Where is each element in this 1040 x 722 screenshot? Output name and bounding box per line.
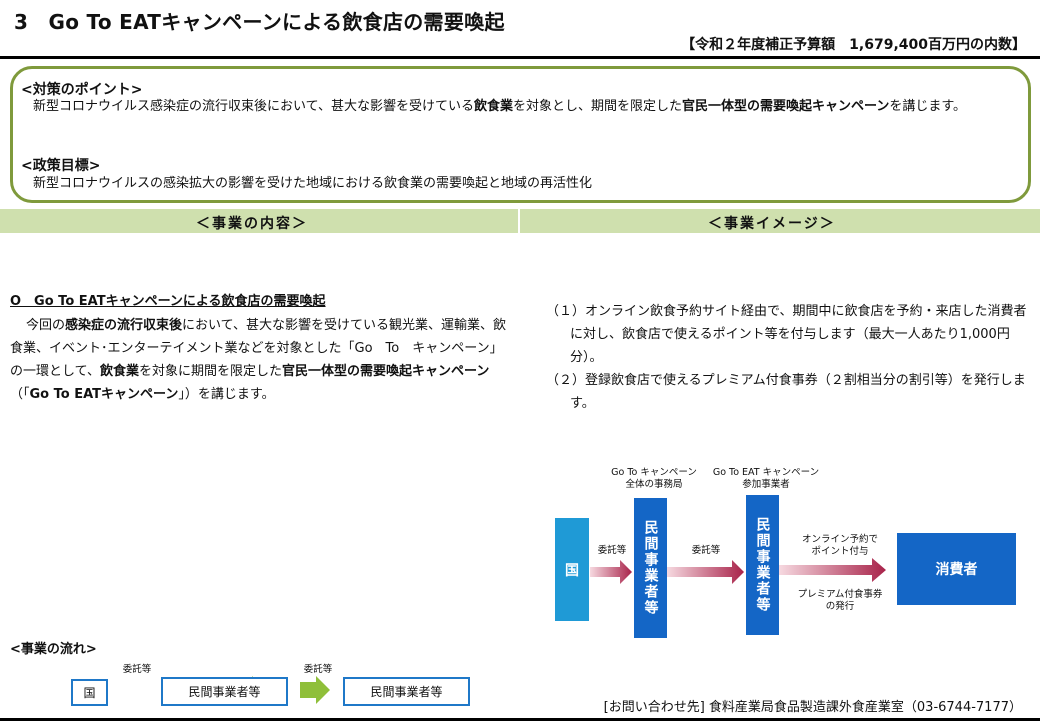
content-bold-1: 感染症の流行収束後	[65, 318, 183, 333]
image-list: （１）オンライン飲食予約サイト経由で、期間中に飲食店を予約・来店した消費者に対し…	[546, 300, 1036, 415]
label-secretariat-line1: Go To キャンペーン	[611, 467, 697, 478]
diagram-arrow-label-1: 委託等	[597, 545, 627, 556]
content-text-2: において、甚大な影響を受けている観光業、運輸業、飲食業、イベント･エンターテイメ…	[10, 318, 506, 379]
section-header-image: ＜事業イメージ＞	[708, 216, 836, 232]
section-header-divider	[518, 209, 520, 233]
points-bold-1: 飲食業	[473, 99, 513, 114]
arrow-label-4-line2: の発行	[825, 601, 855, 612]
flow-box-kuni: 国	[71, 679, 108, 706]
section-header-bar	[0, 209, 1040, 233]
arrow-kuni-to-entity1	[590, 560, 632, 584]
content-text-3: を対象に期間を限定した	[138, 364, 282, 379]
label-participants-line2: 参加事業者	[742, 479, 790, 490]
content-title: O Go To EATキャンペーンによる飲食店の需要喚起	[10, 294, 326, 309]
policy-points-box: <対策のポイント> 新型コロナウイルス感染症の流行収束後において、甚大な影響を受…	[10, 66, 1031, 203]
flow-box-entity-1: 民間事業者等	[161, 677, 288, 706]
content-bold-4: Go To EATキャンペーン	[29, 387, 179, 402]
arrow-label-3-line1: オンライン予約で	[801, 534, 878, 545]
diagram-entity-2-label: 民間事業者等	[754, 517, 771, 613]
points-bold-2: 官民一体型の需要喚起キャンペーン	[682, 99, 890, 114]
diagram-entity-1-label: 民間事業者等	[642, 520, 659, 616]
arrow-entity1-to-entity2	[667, 560, 744, 584]
flow-arrow-label-1: 委託等	[122, 664, 152, 675]
list-item: （１）オンライン飲食予約サイト経由で、期間中に飲食店を予約・来店した消費者に対し…	[546, 304, 1027, 365]
content-text-5: 」）を講じます。	[178, 387, 275, 402]
content-bold-3: 官民一体型の需要喚起キャンペーン	[282, 364, 490, 379]
flow-box-entity-2: 民間事業者等	[343, 677, 470, 706]
goal-text: 新型コロナウイルスの感染拡大の影響を受けた地域における飲食業の需要喚起と地域の再…	[33, 176, 593, 191]
diagram-box-entity-1: 民間事業者等	[634, 498, 667, 638]
diagram-arrow-label-4: プレミアム付食事券 の発行	[788, 589, 892, 613]
diagram-arrow-label-2: 委託等	[691, 545, 721, 556]
bottom-rule	[0, 718, 1040, 721]
flow-arrow-2	[300, 676, 330, 704]
arrow-label-3-line2: ポイント付与	[811, 546, 869, 557]
contact-info: [お問い合わせ先] 食料産業局食品製造課外食産業室（03-6744-7177）	[603, 700, 1022, 715]
label-participants: Go To EAT キャンペーン 参加事業者	[706, 467, 826, 491]
section-header-content: ＜事業の内容＞	[196, 216, 308, 232]
label-secretariat-line2: 全体の事務局	[625, 479, 683, 490]
diagram-box-entity-2: 民間事業者等	[746, 495, 779, 635]
content-text-1: 今回の	[26, 318, 66, 333]
arrow-entity2-to-consumer	[779, 558, 886, 582]
label-secretariat: Go To キャンペーン 全体の事務局	[604, 467, 704, 491]
diagram-box-kuni: 国	[555, 518, 589, 621]
points-heading: <対策のポイント>	[21, 82, 143, 98]
flow-arrow-label-2: 委託等	[303, 664, 333, 675]
page-title: 3 Go To EATキャンペーンによる飲食店の需要喚起	[14, 10, 505, 34]
diagram-box-consumer: 消費者	[897, 533, 1016, 605]
points-text-2: を対象とし、期間を限定した	[512, 99, 682, 114]
flow-title: <事業の流れ>	[10, 642, 97, 657]
points-text-3: を講じます。	[889, 99, 967, 114]
content-bold-2: 飲食業	[99, 364, 139, 379]
budget-note: 【令和２年度補正予算額 1,679,400百万円の内数】	[681, 37, 1026, 53]
content-body: 今回の感染症の流行収束後において、甚大な影響を受けている観光業、運輸業、飲食業、…	[10, 314, 515, 406]
goal-heading: <政策目標>	[21, 158, 101, 174]
title-rule	[0, 56, 1040, 59]
content-text-4: （「	[10, 387, 30, 402]
label-participants-line1: Go To EAT キャンペーン	[712, 467, 820, 478]
arrow-label-4-line1: プレミアム付食事券	[797, 589, 883, 600]
points-text-1: 新型コロナウイルス感染症の流行収束後において、甚大な影響を受けている	[33, 99, 474, 114]
list-item: （２）登録飲食店で使えるプレミアム付食事券（２割相当分の割引等）を発行します。	[546, 373, 1026, 411]
diagram-arrow-label-3: オンライン予約で ポイント付与	[792, 534, 888, 558]
points-text: 新型コロナウイルス感染症の流行収束後において、甚大な影響を受けている飲食業を対象…	[21, 98, 1021, 116]
